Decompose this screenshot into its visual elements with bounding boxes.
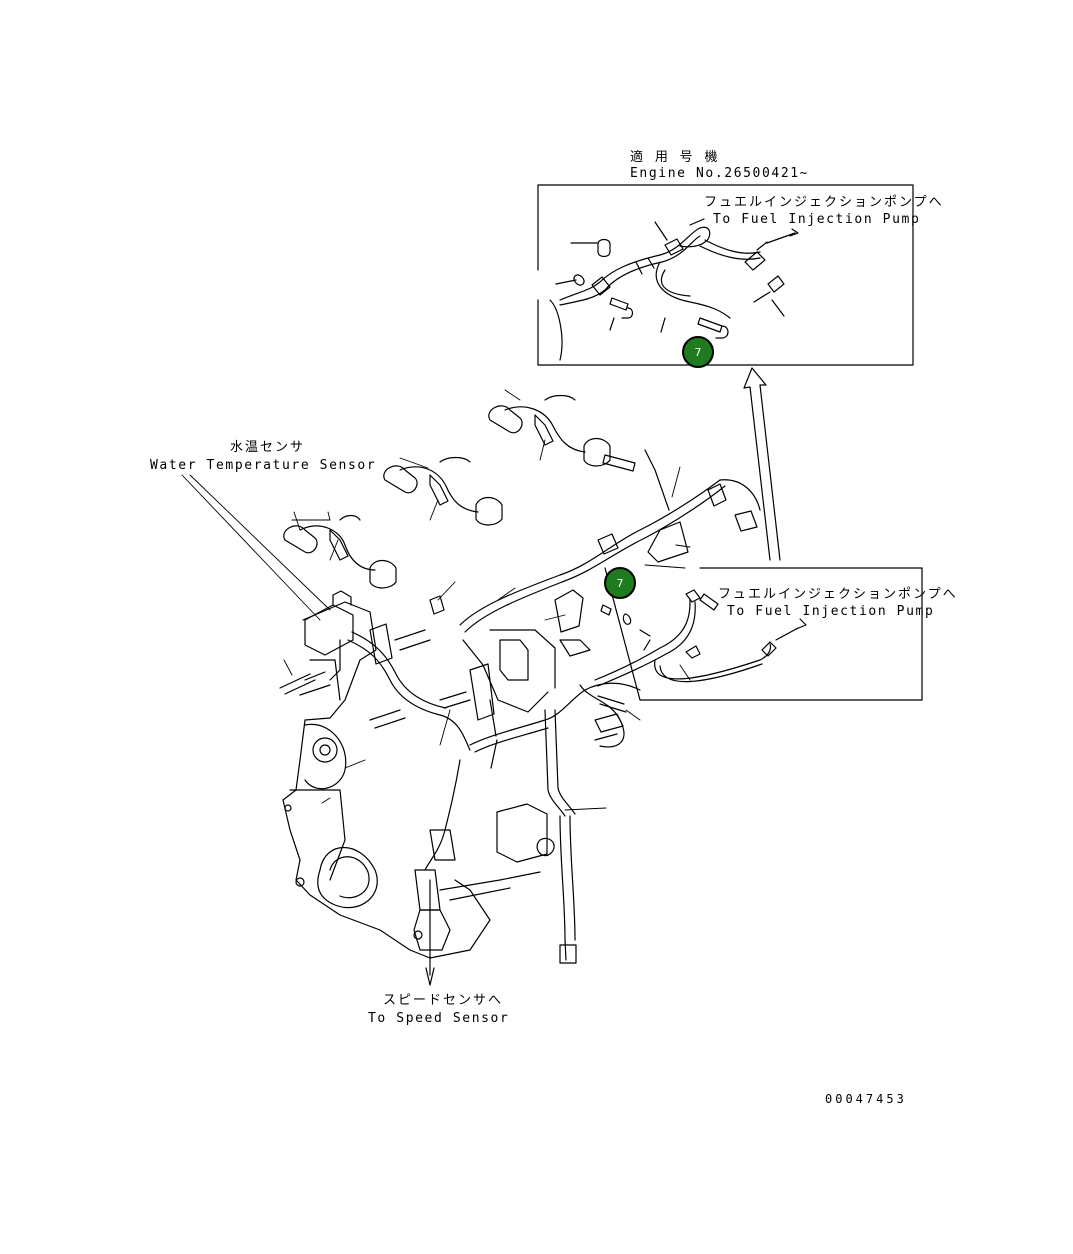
leader-lines: [182, 390, 690, 810]
fuel-pump-label-en: To Fuel Injection Pump: [727, 604, 935, 619]
water-temp-sensor-label-en: Water Temperature Sensor: [150, 458, 377, 473]
drawing-number: 00047453: [825, 1092, 907, 1106]
inset-harness: [550, 219, 798, 360]
up-arrow: [744, 368, 780, 560]
speed-sensor-label-en: To Speed Sensor: [368, 1011, 510, 1026]
main-harness: [280, 480, 760, 963]
engine-block: [283, 602, 540, 958]
down-arrow: [426, 880, 434, 985]
callout-7-inset[interactable]: 7: [682, 336, 714, 368]
speed-sensor-label-jp: スピードセンサへ: [383, 993, 504, 1008]
lower-frame: [605, 568, 922, 700]
inset-frame: [538, 185, 913, 365]
inset-fuel-pump-label-en: To Fuel Injection Pump: [713, 212, 921, 227]
lower-harness: [595, 590, 806, 686]
sensor-assemblies: [284, 396, 669, 589]
fuel-pump-label-jp: フュエルインジェクションポンプへ: [718, 587, 958, 602]
inset-fuel-pump-label-jp: フュエルインジェクションポンプへ: [704, 195, 944, 210]
callout-7-main[interactable]: 7: [604, 567, 636, 599]
inset-applicable-label-jp: 適 用 号 機: [630, 150, 720, 165]
inset-engine-number: Engine No.26500421~: [630, 166, 810, 181]
water-temp-sensor-label-jp: 水温センサ: [230, 440, 306, 455]
water-temp-sensor-body: [305, 591, 353, 680]
